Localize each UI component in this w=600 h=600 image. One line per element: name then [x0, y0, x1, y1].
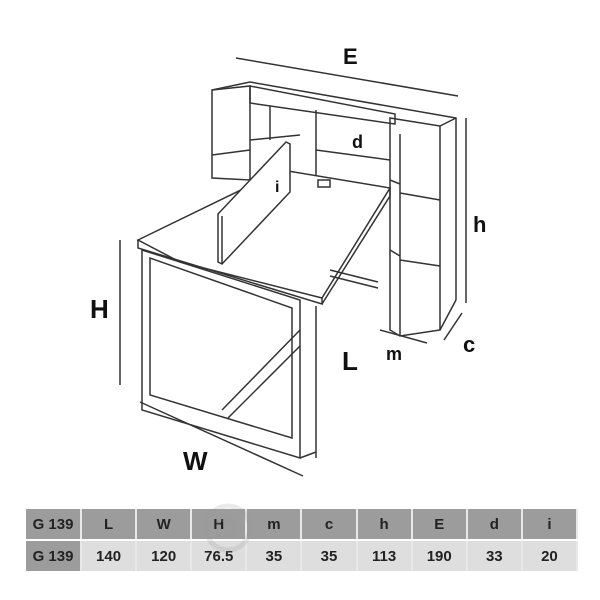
value-cell: 76.5 — [191, 540, 248, 573]
table-row: G 139 140 120 76.5 35 35 113 190 33 20 — [26, 540, 579, 573]
value-cell: 190 — [411, 540, 468, 573]
header-cell: G 139 — [26, 509, 82, 541]
value-cell: 35 — [301, 540, 358, 573]
label-d: d — [352, 132, 363, 152]
label-m: m — [386, 344, 402, 364]
label-i: i — [275, 179, 279, 196]
label-E: E — [343, 44, 358, 69]
label-c: c — [463, 332, 475, 357]
header-cell: i — [521, 509, 579, 541]
value-cell: 35 — [246, 540, 303, 573]
dimensions-table: G 139 L W H m c h E d i G 139 140 120 76… — [26, 509, 579, 573]
header-cell: H — [191, 509, 248, 541]
table-header-row: G 139 L W H m c h E d i — [26, 509, 579, 541]
dimension-line-c — [443, 312, 463, 341]
header-cell: h — [356, 509, 413, 541]
label-W: W — [183, 446, 208, 476]
desk — [136, 141, 392, 460]
value-cell: 20 — [521, 540, 579, 573]
value-cell: 140 — [81, 540, 138, 573]
hutch — [211, 81, 457, 337]
label-h: h — [473, 212, 486, 237]
value-cell: 120 — [136, 540, 193, 573]
header-cell: d — [466, 509, 523, 541]
value-cell: 33 — [466, 540, 523, 573]
label-H: H — [90, 294, 109, 324]
dimension-line-W — [139, 401, 304, 477]
header-cell: W — [136, 509, 193, 541]
header-cell: L — [81, 509, 138, 541]
header-cell: E — [411, 509, 468, 541]
value-cell: G 139 — [26, 540, 82, 573]
label-L: L — [342, 346, 358, 376]
cable-port-icon — [317, 179, 331, 188]
desk-drawing: E d h i H c m L W — [90, 44, 486, 477]
dimension-line-E — [235, 57, 459, 97]
dimension-line-m — [379, 329, 428, 344]
value-cell: 113 — [356, 540, 413, 573]
header-cell: m — [246, 509, 303, 541]
header-cell: c — [301, 509, 358, 541]
